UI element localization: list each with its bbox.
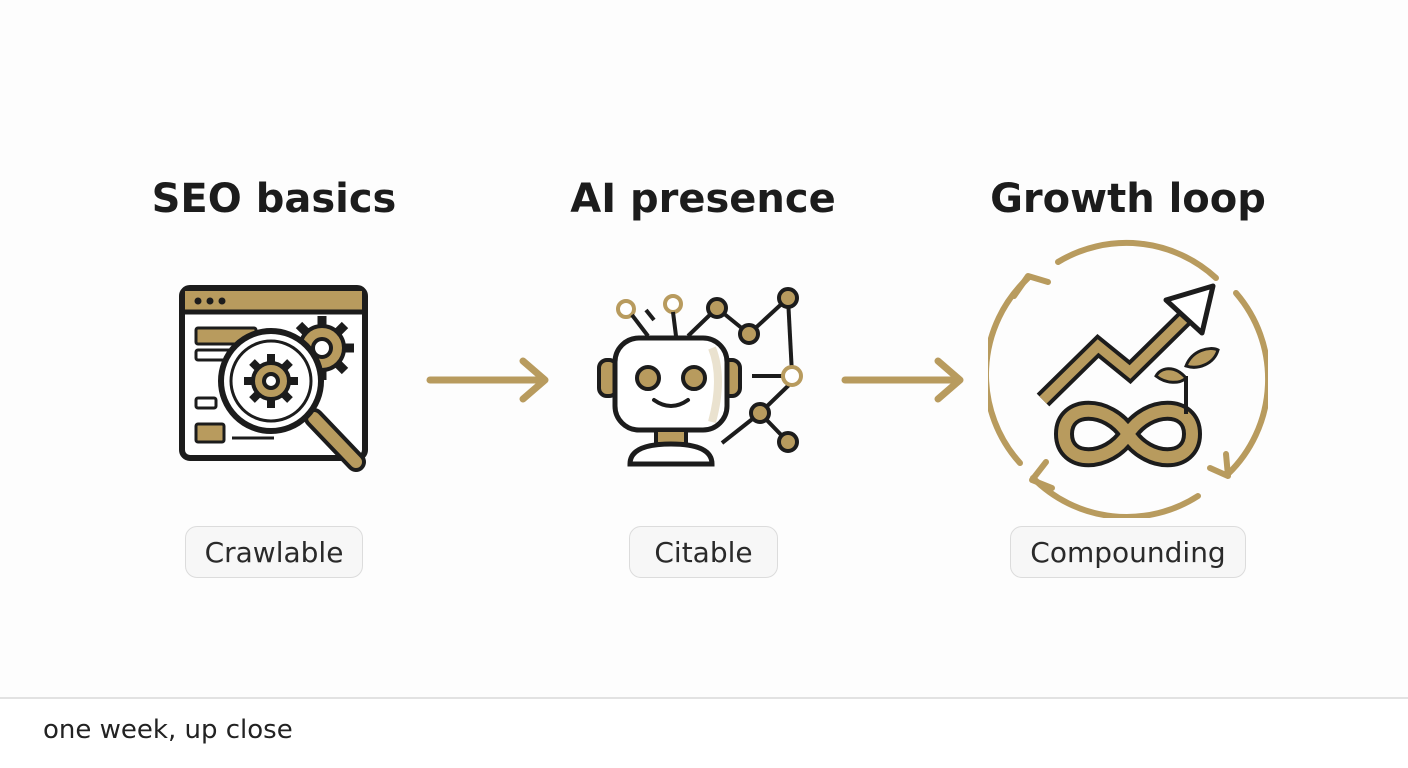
caption-text: one week, up close	[43, 715, 293, 745]
step-label-crawlable: Crawlable	[185, 526, 363, 578]
browser-magnifier-gear-icon	[134, 238, 414, 518]
arrow-right-icon	[425, 355, 555, 405]
step-title-ai-presence: AI presence	[570, 176, 836, 222]
footer-divider	[0, 697, 1408, 699]
robot-network-icon	[572, 238, 852, 518]
step-label-citable: Citable	[629, 526, 778, 578]
growth-cycle-infinity-icon	[983, 238, 1272, 520]
diagram-canvas: SEO basics	[134, 176, 1272, 578]
arrow-right-icon	[840, 355, 970, 405]
step-label-compounding: Compounding	[1010, 526, 1246, 578]
step-title-growth-loop: Growth loop	[990, 176, 1266, 222]
step-title-seo-basics: SEO basics	[151, 176, 397, 222]
